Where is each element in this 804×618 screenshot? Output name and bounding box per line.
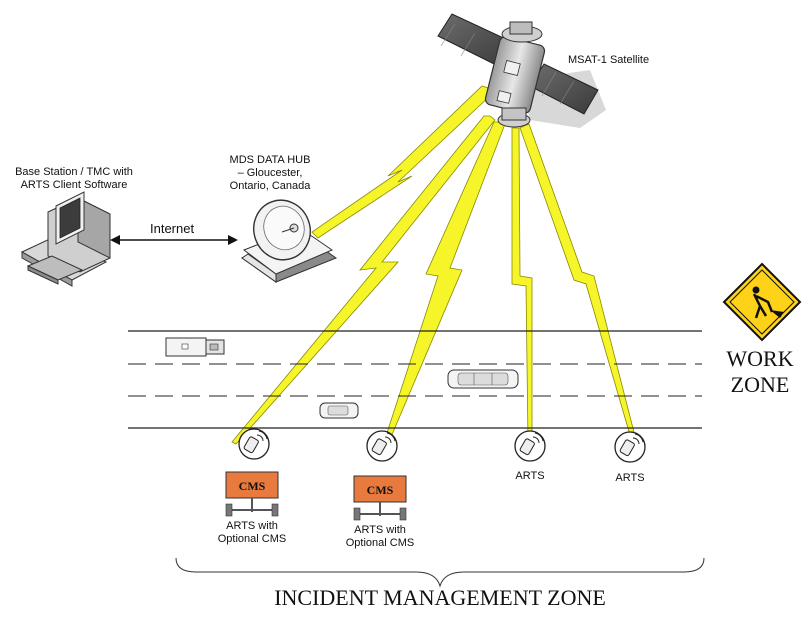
unit-label-1: ARTS with Optional CMS <box>212 520 292 546</box>
unit-label-4: ARTS <box>600 472 660 485</box>
incident-zone-brace <box>175 557 705 588</box>
cms-sign-1-text: CMS <box>239 479 266 493</box>
hub-label: MDS DATA HUB – Gloucester, Ontario, Cana… <box>218 154 322 193</box>
cms-sign-2: CMS <box>353 475 407 521</box>
base-station-label: Base Station / TMC with ARTS Client Soft… <box>4 166 144 192</box>
limousine <box>447 369 519 389</box>
cms-sign-1: CMS <box>225 471 279 517</box>
work-zone-label: WORK ZONE <box>716 346 804 398</box>
unit-label-3: ARTS <box>500 470 560 483</box>
satellite-label: MSAT-1 Satellite <box>568 54 650 66</box>
incident-zone-label: INCIDENT MANAGEMENT ZONE <box>274 585 606 610</box>
unit-label-1-line-1: ARTS with <box>226 520 278 532</box>
lightning-bolt-1 <box>231 115 496 445</box>
arts-device-icon-3 <box>514 430 546 462</box>
work-zone-label-line-1: WORK <box>726 346 794 371</box>
unit-label-2-line-2: Optional CMS <box>345 537 415 549</box>
unit-label-3-line-1: ARTS <box>515 470 545 482</box>
arts-device-icon-1 <box>238 428 270 460</box>
unit-label-4-line-1: ARTS <box>615 472 645 484</box>
hub-label-line-1: MDS DATA HUB <box>229 154 311 166</box>
truck <box>165 337 225 357</box>
base-station-label-line-2: ARTS Client Software <box>20 179 128 191</box>
msat-satellite <box>437 13 599 128</box>
work-zone-sign <box>722 262 802 342</box>
base-station-computer <box>20 191 111 287</box>
cms-sign-2-text: CMS <box>367 483 394 497</box>
work-zone-label-line-2: ZONE <box>730 372 790 397</box>
unit-label-1-line-2: Optional CMS <box>217 533 287 545</box>
lightning-bolt-4 <box>519 123 637 443</box>
hub-label-line-3: Ontario, Canada <box>229 180 311 192</box>
hub-label-line-2: – Gloucester, <box>237 167 303 179</box>
internet-label: Internet <box>150 221 195 236</box>
arts-device-icon-2 <box>366 430 398 462</box>
base-station-label-line-1: Base Station / TMC with <box>15 166 133 178</box>
data-hub-dish <box>240 199 338 283</box>
internet-link-arrow <box>110 235 238 245</box>
unit-label-2-line-1: ARTS with <box>354 524 406 536</box>
arts-device-icon-4 <box>614 431 646 463</box>
lightning-bolt-hub <box>311 85 493 239</box>
highway <box>128 330 702 429</box>
car <box>319 402 359 419</box>
unit-label-2: ARTS with Optional CMS <box>340 524 420 550</box>
lightning-bolt-3 <box>511 127 533 443</box>
